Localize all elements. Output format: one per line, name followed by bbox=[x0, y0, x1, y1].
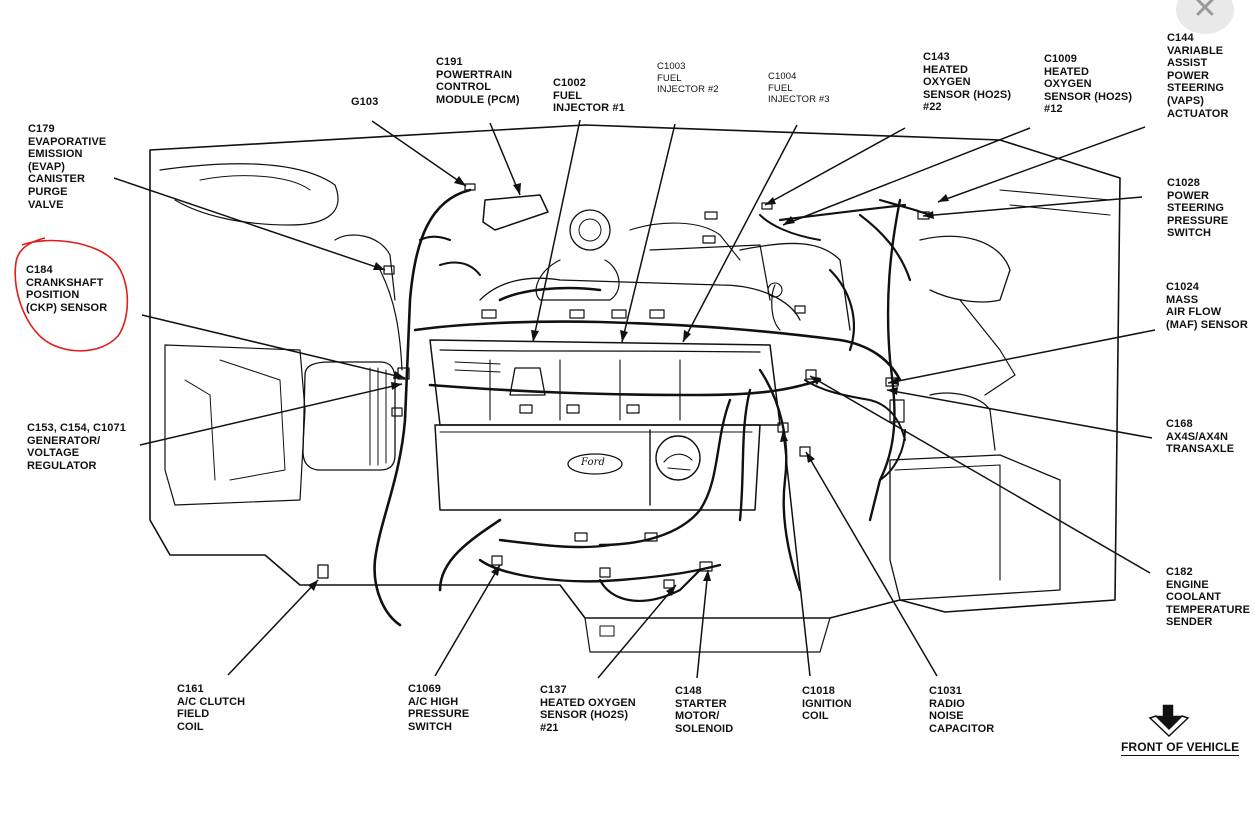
label-c1024-maf-sensor: C1024 MASS AIR FLOW (MAF) SENSOR bbox=[1166, 281, 1248, 331]
label-c1009-ho2s-12: C1009 HEATED OXYGEN SENSOR (HO2S) #12 bbox=[1044, 53, 1133, 116]
label-c161-ac-clutch: C161 A/C CLUTCH FIELD COIL bbox=[177, 683, 246, 733]
label-c1002-fuel-injector-1: C1002 FUEL INJECTOR #1 bbox=[553, 77, 625, 115]
close-button[interactable]: ✕ bbox=[1176, 0, 1234, 34]
label-c1069-ac-pressure-switch: C1069 A/C HIGH PRESSURE SWITCH bbox=[408, 683, 470, 733]
label-front-of-vehicle: FRONT OF VEHICLE bbox=[1121, 740, 1240, 756]
callout-arrowheads bbox=[308, 176, 949, 596]
label-c168-transaxle: C168 AX4S/AX4N TRANSAXLE bbox=[1166, 418, 1235, 456]
label-c153-generator: C153, C154, C1071 GENERATOR/ VOLTAGE REG… bbox=[27, 422, 126, 472]
label-c182-coolant-temp-sender: C182 ENGINE COOLANT TEMPERATURE SENDER bbox=[1166, 566, 1251, 629]
label-c184-ckp-sensor: C184 CRANKSHAFT POSITION (CKP) SENSOR bbox=[26, 264, 108, 314]
label-g103: G103 bbox=[351, 96, 379, 108]
label-c143-ho2s-22: C143 HEATED OXYGEN SENSOR (HO2S) #22 bbox=[923, 51, 1012, 114]
label-c1004-fuel-injector-3: C1004 FUEL INJECTOR #3 bbox=[768, 71, 830, 105]
label-c1003-fuel-injector-2: C1003 FUEL INJECTOR #2 bbox=[657, 61, 719, 95]
label-c179-evap-purge-valve: C179 EVAPORATIVE EMISSION (EVAP) CANISTE… bbox=[28, 123, 107, 211]
ford-logo-text: Ford bbox=[581, 457, 605, 468]
label-c148-starter-solenoid: C148 STARTER MOTOR/ SOLENOID bbox=[675, 685, 734, 735]
label-c1028-ps-pressure-switch: C1028 POWER STEERING PRESSURE SWITCH bbox=[1167, 177, 1229, 240]
label-c191-pcm: C191 POWERTRAIN CONTROL MODULE (PCM) bbox=[436, 56, 520, 106]
close-icon: ✕ bbox=[1192, 0, 1218, 26]
label-c144-vaps-actuator: C144 VARIABLE ASSIST POWER STEERING (VAP… bbox=[1167, 32, 1229, 120]
callout-leader-lines bbox=[113, 119, 1156, 679]
label-c1018-ignition-coil: C1018 IGNITION COIL bbox=[802, 685, 852, 723]
highlight-circle bbox=[14, 237, 129, 352]
label-c137-ho2s-21: C137 HEATED OXYGEN SENSOR (HO2S) #21 bbox=[540, 684, 636, 734]
front-arrow-icon bbox=[1148, 704, 1190, 738]
engine-compartment-drawing bbox=[149, 124, 1121, 653]
label-c1031-radio-capacitor: C1031 RADIO NOISE CAPACITOR bbox=[929, 685, 995, 735]
